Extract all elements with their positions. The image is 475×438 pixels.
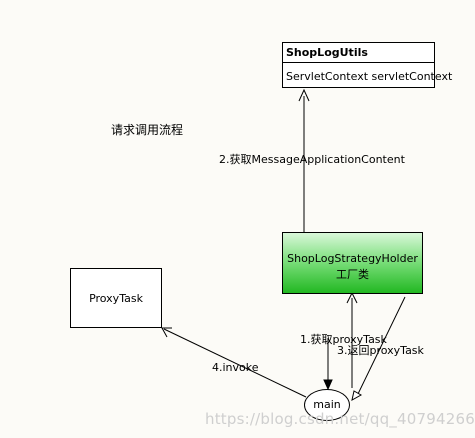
proxy-task-name: ProxyTask [89,292,143,305]
edge-step3-label: 3.返回proxyTask [337,344,424,357]
watermark-text: https://blog.csdn.net/qq_40794266 [205,410,475,428]
shop-log-utils-box: ShopLogUtils ServletContext servletConte… [282,42,452,88]
shop-log-utils-field: ServletContext servletContext [286,70,453,83]
edge-step1-label: 1.获取proxyTask [300,333,387,346]
main-node: main [304,389,350,421]
edge-step2-arrowhead [298,88,310,102]
diagram-title: 请求调用流程 [111,123,184,137]
main-node-label: main [313,398,341,411]
strategy-holder-box: ShopLogStrategyHolder 工厂类 [282,232,423,294]
edge-step1-down-arrowhead [323,379,333,391]
edge-step2-label: 2.获取MessageApplicationContent [219,153,405,166]
edge-step4-label: 4.invoke [212,361,259,374]
edge-step4-line [163,328,307,398]
strategy-holder-subtitle: 工厂类 [336,268,369,281]
diagram-connectors [161,88,406,401]
shop-log-utils-name: ShopLogUtils [283,43,434,63]
edge-step3-line [356,296,406,397]
strategy-holder-name: ShopLogStrategyHolder [287,252,418,265]
proxy-task-box: ProxyTask [70,268,162,328]
edge-step4-arrowhead [161,327,172,338]
edge-step3-arrowhead [351,390,363,401]
